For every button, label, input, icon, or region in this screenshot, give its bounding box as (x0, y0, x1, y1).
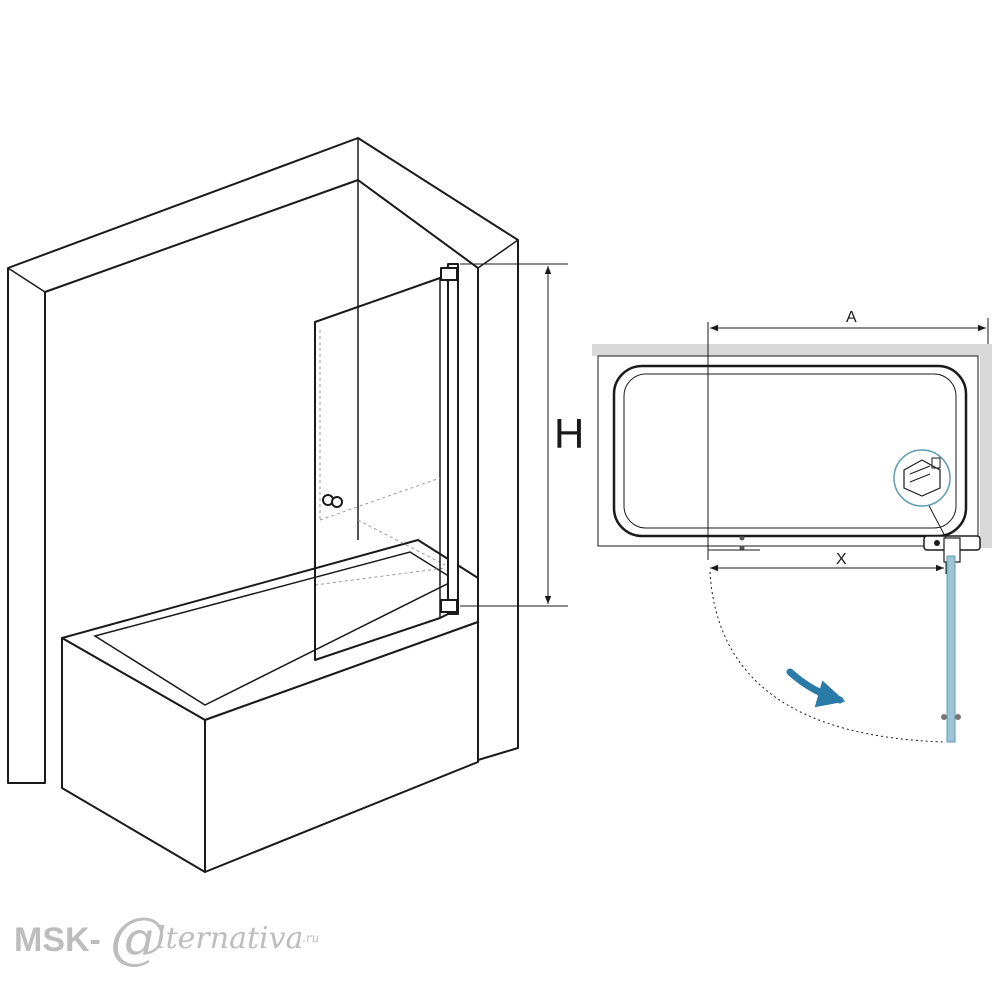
wall-profile (447, 263, 459, 615)
plan-tub-outer (597, 355, 979, 547)
door-knob (322, 494, 343, 508)
swing-path (709, 571, 946, 743)
watermark-at-icon: @ (110, 906, 166, 971)
height-label: H (554, 410, 584, 457)
watermark-logo: MSK- @ lternativa .ru (14, 906, 319, 971)
plan-hinge (923, 535, 981, 563)
opening-dimension: X (710, 551, 947, 574)
top-hinge (440, 267, 458, 281)
watermark-script: lternativa (156, 921, 303, 956)
isometric-view: H (7, 137, 584, 873)
plan-tub-basin-inner (623, 373, 957, 529)
hinge-detail-callout (893, 449, 951, 539)
wall-inner-edges (44, 179, 479, 783)
plan-glass-door (946, 555, 956, 743)
watermark-suffix: .ru (302, 931, 319, 945)
plan-view: A X (592, 309, 992, 743)
width-label: A (846, 309, 857, 326)
plan-tub-basin (612, 364, 968, 538)
plan-wall-right (980, 344, 992, 548)
bottom-hinge (440, 599, 458, 613)
width-dimension: A (707, 309, 989, 560)
opening-label: X (836, 551, 847, 568)
swing-arrow-icon (786, 668, 846, 708)
height-dimension: H (460, 263, 584, 607)
plan-wall-top (592, 344, 992, 356)
watermark-prefix: MSK- (14, 921, 101, 959)
glass-screen (314, 263, 459, 661)
bathtub (61, 519, 479, 873)
wall-anchors (708, 535, 760, 551)
plan-door-knob (941, 714, 961, 720)
